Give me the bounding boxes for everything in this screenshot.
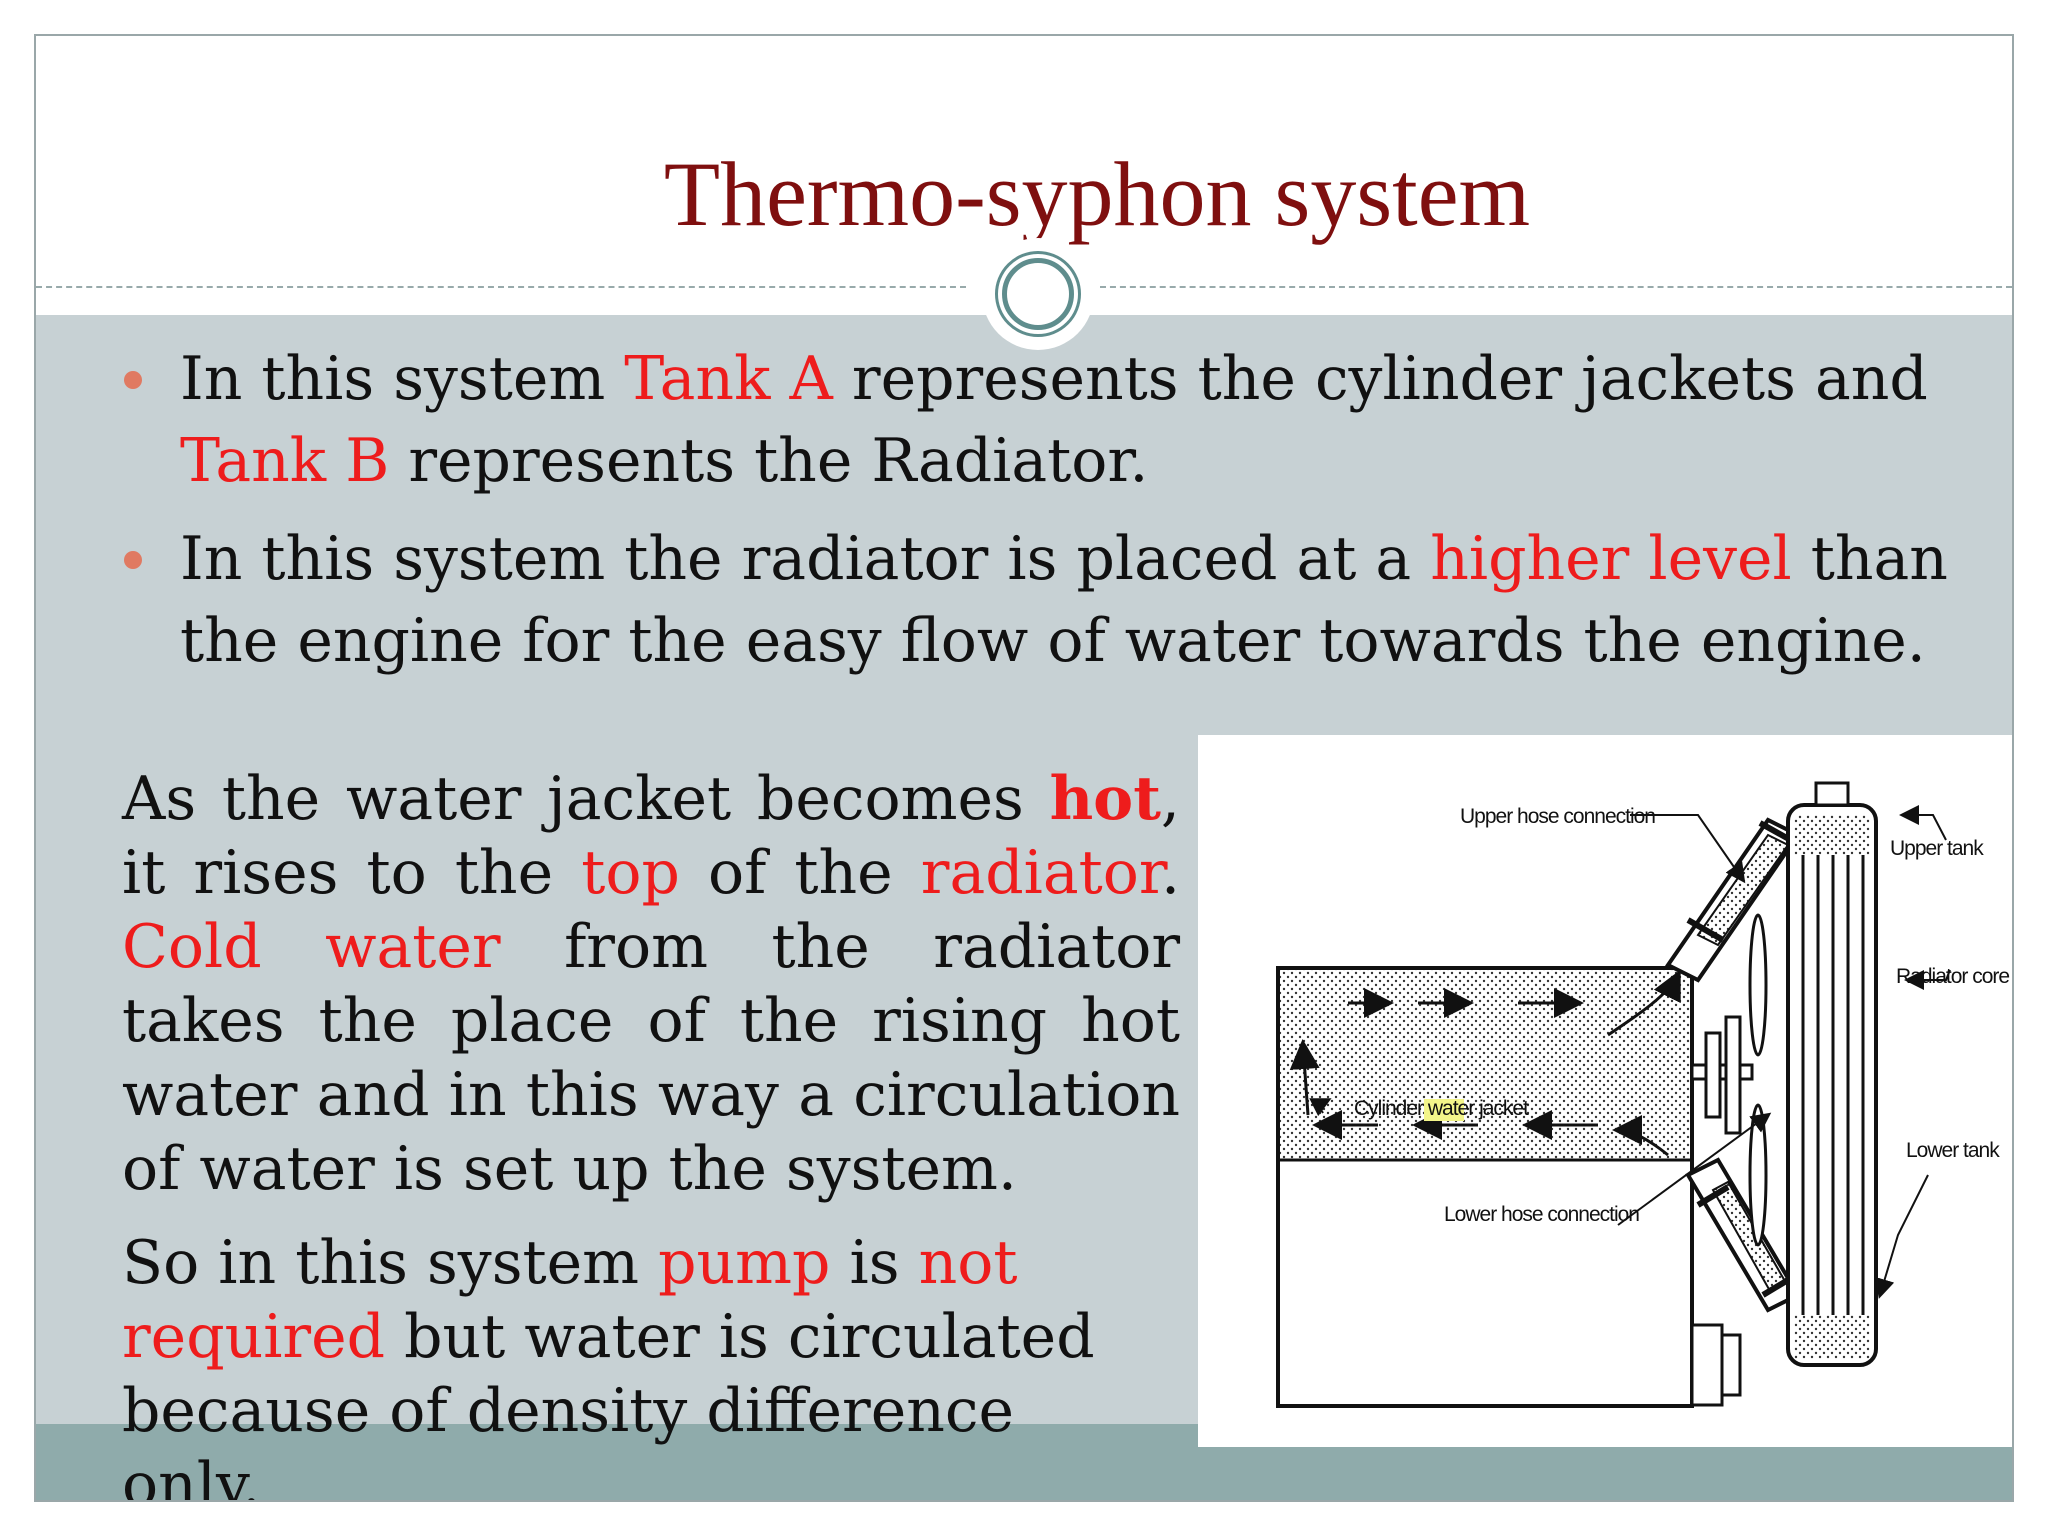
bullet-text: In this system — [180, 344, 625, 414]
highlight-tank-b: Tank B — [180, 426, 390, 496]
label-part: jacket — [1474, 1097, 1529, 1120]
divider-left — [36, 286, 966, 288]
highlighter-mark — [1424, 1099, 1464, 1121]
bullet-text: represents the Radiator. — [389, 426, 1149, 496]
highlight-radiator: radiator — [920, 838, 1161, 908]
bullet-text: represents the cylinder jackets and — [832, 344, 1928, 414]
label-lower-hose: Lower hose connection — [1444, 1203, 1639, 1226]
bullet-item: In this system Tank A represents the cyl… — [92, 338, 1952, 502]
circle-ornament-icon — [982, 238, 1094, 350]
diagram-svg: Upper hose connection Upper tank Radiato… — [1276, 781, 2010, 1408]
engine-block — [1276, 966, 1694, 1408]
label-radiator-core: Radiator core — [1896, 965, 2009, 988]
radiator — [1786, 781, 1878, 1367]
upper-hose — [1665, 817, 1801, 983]
ornament-ring-inner — [1002, 258, 1074, 330]
label-lower-tank: Lower tank — [1906, 1139, 2000, 1162]
para-text: . — [1160, 838, 1181, 908]
para-text: is — [830, 1228, 919, 1298]
bullet-item: In this system the radiator is placed at… — [92, 518, 1952, 682]
engine-accessory — [1690, 1323, 1742, 1407]
slide-title: Thermo-syphon system — [663, 143, 1531, 245]
leader-lines — [1309, 805, 1951, 1299]
conclusion-paragraph: So in this system pump is not required b… — [122, 1226, 1122, 1502]
highlight-pump: pump — [658, 1228, 831, 1298]
label-part: Cylinder — [1354, 1097, 1428, 1120]
highlight-hot: hot — [1049, 764, 1161, 834]
lower-hose — [1685, 1157, 1801, 1313]
highlight-tank-a: Tank A — [624, 344, 833, 414]
ornament-ring-outer — [995, 251, 1081, 337]
flow-arrows — [1289, 969, 1681, 1157]
bullet-text: In this system the radiator is placed at… — [180, 524, 1431, 594]
explanation-paragraph: As the water jacket becomes hot, it rise… — [122, 762, 1180, 1206]
label-upper-tank: Upper tank — [1890, 837, 1984, 860]
para-text: from the radiator takes the place of the… — [122, 912, 1181, 1204]
label-part-highlighted: water — [1427, 1097, 1475, 1120]
highlight-cold-water: Cold water — [122, 912, 501, 982]
thermosyphon-diagram: Upper hose connection Upper tank Radiato… — [1198, 735, 2012, 1447]
bullet-dot-icon — [124, 551, 142, 569]
label-cylinder-water-jacket: Cylinder water jacket — [1354, 1097, 1529, 1120]
para-text: but water is circulated because of densi… — [122, 1302, 1095, 1502]
para-text: , it rises to the — [122, 764, 1180, 908]
para-text: As the water jacket becomes — [122, 764, 1050, 834]
label-upper-hose: Upper hose connection — [1460, 805, 1655, 828]
highlight-top: top — [581, 838, 680, 908]
highlight-not-required: not required — [122, 1228, 1018, 1372]
slide: Thermo-syphon system In this system Tank… — [34, 34, 2014, 1502]
bullet-text: than the engine for the easy flow of wat… — [180, 524, 1948, 676]
para-text: of the — [679, 838, 921, 908]
bullet-dot-icon — [124, 371, 142, 389]
divider-right — [1100, 286, 2012, 288]
highlight-higher-level: higher level — [1430, 524, 1792, 594]
bullet-list: In this system Tank A represents the cyl… — [92, 338, 1952, 698]
para-text: So in this system — [122, 1228, 659, 1298]
fan-assembly — [1690, 913, 1768, 1247]
